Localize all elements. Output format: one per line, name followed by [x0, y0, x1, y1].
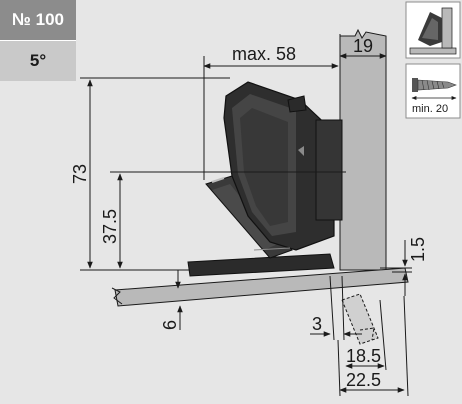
door-panel	[111, 267, 409, 307]
height-cup-label: 37.5	[100, 209, 120, 244]
max-width-label: max. 58	[232, 44, 296, 64]
hinge-number-badge: № 100	[0, 0, 76, 40]
outer-depth-label: 22.5	[346, 370, 381, 390]
screw-icon	[405, 63, 461, 119]
mounting-thumbnail-icon	[405, 1, 461, 59]
dimension-lines	[80, 34, 412, 397]
cabinet-side-panel	[339, 28, 387, 271]
mounting-plate-outline	[341, 293, 379, 345]
screw-min-length-label: min. 20	[412, 103, 448, 115]
opening-angle-badge: 5°	[0, 40, 76, 81]
overlay-thickness-label: 6	[160, 320, 180, 330]
gap-label: 1.5	[408, 237, 428, 262]
inner-depth-label: 18.5	[346, 346, 381, 366]
hinge-mechanism	[187, 81, 343, 277]
side-thickness-label: 19	[353, 36, 373, 56]
offset-label: 3	[312, 314, 322, 334]
height-total-label: 73	[70, 164, 90, 184]
